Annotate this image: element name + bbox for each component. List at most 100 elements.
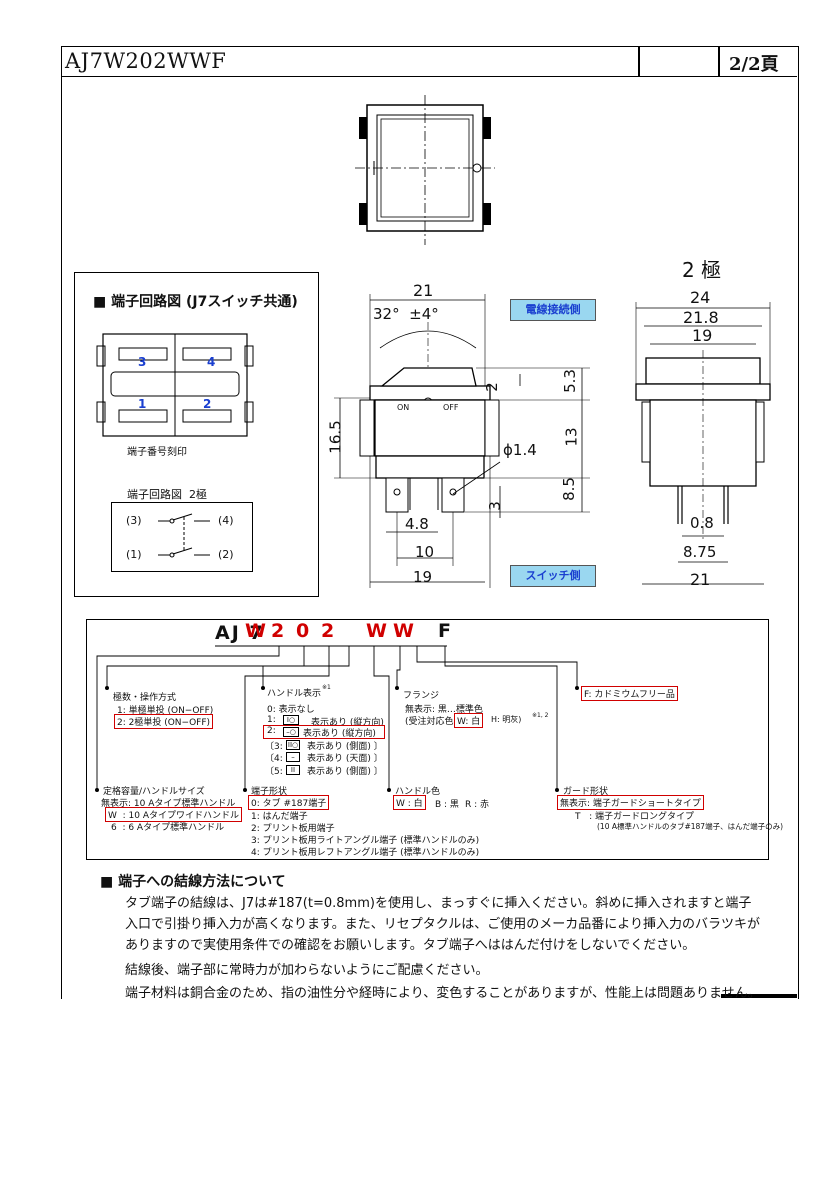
terminal-circuit-panel: ■ 端子回路図 (J7スイッチ共通) 3 4 1 2 端子番号刻印 端子回路図 … <box>74 272 319 597</box>
switch-side-view <box>334 294 590 588</box>
rating-item: 無表示: 10 Aタイプ標準ハンドル <box>101 799 236 809</box>
handle-symbol-icon: I○ <box>283 715 299 725</box>
handle-display-item: 表示あり (縦方向) <box>303 729 376 739</box>
flange-selected: W: 白 <box>454 713 484 728</box>
terminal-item: 3: プリント板用ライトアングル端子 (標準ハンドルのみ) <box>251 836 480 846</box>
dim-24: 24 <box>690 288 711 307</box>
handle-display-item: 1: <box>267 715 276 725</box>
label-off: OFF <box>443 403 459 412</box>
dim-phi: ϕ1.4 <box>503 441 537 459</box>
code-char: W <box>393 620 414 642</box>
note-line: ありますので実使用条件での確認をお願いします。タブ端子へははんだ付けをしないでく… <box>125 938 696 953</box>
handle-display-item: 2: <box>267 726 276 736</box>
code-prefix: AJ 7 <box>215 622 265 644</box>
dim-19-right: 19 <box>692 326 713 345</box>
code-char: W <box>366 620 387 642</box>
note-line: タブ端子の結線は、J7は#187(t=0.8mm)を使用し、まっすぐに挿入くださ… <box>125 896 752 911</box>
dim-8-75: 8.75 <box>683 543 717 561</box>
dim-21-bottom: 21 <box>690 570 711 589</box>
circuit-label: (2) <box>218 548 234 561</box>
label-on: ON <box>397 403 410 412</box>
circuit-label: (3) <box>126 514 142 527</box>
guard-item: T : 端子ガードロングタイプ <box>575 812 694 822</box>
handle-display-item: 〔3: <box>265 742 283 752</box>
code-char: 2 <box>271 620 285 642</box>
title-separator <box>718 46 720 76</box>
code-leader-lines <box>95 645 579 792</box>
dim-19: 19 <box>413 568 433 586</box>
dim-13: 13 <box>562 427 581 447</box>
handle-display-item: 表示あり (側面) 〕 <box>307 742 383 752</box>
dim-8-5: 8.5 <box>559 477 578 501</box>
code-char: W <box>245 620 266 642</box>
switch-front-view <box>355 95 495 245</box>
dim-5-3: 5.3 <box>560 369 579 393</box>
dim-16-5: 16.5 <box>326 420 345 454</box>
handle-symbol-icon: II○ <box>286 740 300 750</box>
handle-symbol-icon: – <box>286 752 300 762</box>
guard-title: ガード形状 <box>563 787 609 797</box>
flange-line: H: 明灰) <box>491 715 522 724</box>
note-line: 端子材料は銅合金のため、指の油性分や経時により、変色することがありますが、性能上… <box>125 986 761 1001</box>
flange-line: (受注対応色 <box>405 717 454 727</box>
dim-4-8: 4.8 <box>405 515 429 533</box>
terminal-number: 3 <box>138 355 147 369</box>
handle-color-title: ハンドル色 <box>395 787 441 797</box>
handle-display-item: 0: 表示なし <box>267 705 315 715</box>
circuit-label: (4) <box>218 514 234 527</box>
circuit-diagram-title: 端子回路図 2極 <box>127 488 207 501</box>
dim-21-8: 21.8 <box>683 308 719 327</box>
note-line: 入口で引掛り挿入力が高くなります。また、リセプタクルは、ご使用のメーカ品番により… <box>125 917 761 932</box>
dim-2: 2 <box>482 382 501 392</box>
terminal-layout-diagram <box>96 333 254 437</box>
handle-symbol-icon: –○ <box>283 727 299 737</box>
handle-color-item: B : 黒 <box>435 800 459 810</box>
terminal-item-selected: 0: タブ #187端子 <box>248 795 330 810</box>
terminal-item: 2: プリント板用端子 <box>251 824 335 834</box>
wiring-notes: ■ 端子への結線方法について タブ端子の結線は、J7は#187(t=0.8mm)… <box>100 872 770 1004</box>
handle-display-item-selected <box>263 725 385 739</box>
terminal-item: 4: プリント板用レフトアングル端子 (標準ハンドルのみ) <box>251 848 480 858</box>
code-char: 2 <box>321 620 335 642</box>
handle-display-title: ハンドル表示 <box>267 689 322 699</box>
poles-title: 極数・操作方式 <box>113 693 177 703</box>
terminal-number: 1 <box>138 397 147 411</box>
terminal-title: 端子形状 <box>251 787 288 797</box>
dim-10: 10 <box>415 543 435 561</box>
dim-3: 3 <box>485 501 504 511</box>
notes-title: ■ 端子への結線方法について <box>100 874 286 890</box>
handle-display-item: 〔4: <box>265 754 283 764</box>
switch-end-view <box>635 302 771 585</box>
marking-label: 端子番号刻印 <box>127 447 187 458</box>
model-number: AJ7W202WWF <box>65 49 227 73</box>
rating-item-selected: W : 10 Aタイプワイドハンドル <box>105 807 242 822</box>
note-line: 結線後、端子部に常時力が加わらないようにご配慮ください。 <box>125 963 489 978</box>
poles-item: 1: 単極単投 (ON−OFF) <box>117 706 214 716</box>
handle-display-item: 〔5: <box>265 767 283 777</box>
code-char: F <box>438 620 451 642</box>
rating-title: 定格容量/ハンドルサイズ <box>103 787 205 797</box>
handle-color-item: R : 赤 <box>465 800 490 810</box>
circuit-diagram: (3) (4) (1) (2) <box>111 502 253 572</box>
drawing-frame <box>61 46 799 999</box>
page-number: 2/2頁 <box>729 54 779 75</box>
poles-item-selected: 2: 2極単投 (ON−OFF) <box>114 714 214 729</box>
handle-display-item: 表示あり (縦方向) <box>311 718 384 728</box>
bottom-mark <box>721 994 797 998</box>
circuit-label: (1) <box>126 548 142 561</box>
cadmium-free: F: カドミウムフリー品 <box>581 686 678 701</box>
rating-item: 6 : 6 Aタイプ標準ハンドル <box>111 823 225 833</box>
dim-0-8: 0.8 <box>690 514 714 532</box>
wire-side-label: 電線接続側 <box>510 299 596 321</box>
circuit-title: ■ 端子回路図 (J7スイッチ共通) <box>93 294 298 310</box>
dim-angle: 32° ±4° <box>373 305 439 323</box>
flange-note: ※1, 2 <box>532 712 549 719</box>
switch-symbol <box>158 513 210 558</box>
flange-title: フランジ <box>403 691 440 701</box>
handle-display-note: ※1 <box>322 684 331 691</box>
guard-item-selected: 無表示: 端子ガードショートタイプ <box>557 795 704 810</box>
flange-line: 無表示: 黒…標準色 <box>405 705 483 715</box>
handle-display-item: 表示あり (天面) 〕 <box>307 754 383 764</box>
poles-label: 2 極 <box>682 258 722 282</box>
switch-side-label: スイッチ側 <box>510 565 596 587</box>
